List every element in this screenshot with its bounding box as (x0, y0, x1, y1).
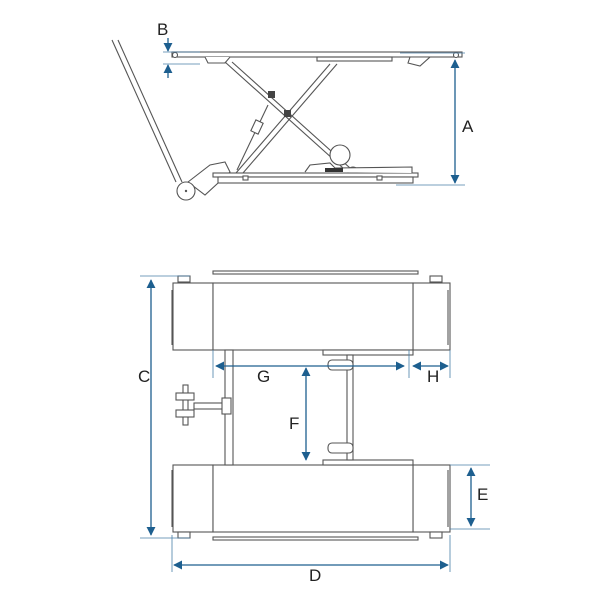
hitch (175, 384, 232, 426)
label-B: B (157, 20, 168, 39)
pivot (268, 91, 275, 98)
side-view: A B (111, 20, 474, 201)
top-view: C D E F G H (138, 270, 490, 585)
label-F: F (289, 414, 299, 433)
runway-top (171, 275, 451, 351)
dimension-F: F (289, 367, 311, 461)
pivot (284, 110, 291, 117)
dimension-A: A (396, 52, 474, 186)
label-C: C (138, 367, 150, 386)
dimension-H: H (412, 350, 451, 386)
dimension-C: C (138, 275, 190, 539)
label-G: G (257, 367, 270, 386)
label-E: E (477, 485, 488, 504)
base (212, 162, 419, 184)
frame (224, 349, 414, 466)
handle (111, 39, 231, 201)
label-D: D (309, 566, 321, 585)
dimension-D: D (171, 535, 451, 585)
dimension-E: E (450, 464, 490, 530)
dimension-G: G (212, 350, 410, 386)
scissor-arms (224, 61, 359, 178)
dimension-B: B (157, 20, 200, 78)
label-A: A (462, 117, 474, 136)
label-H: H (427, 367, 439, 386)
runway-bottom (171, 464, 451, 539)
platform (171, 51, 463, 67)
